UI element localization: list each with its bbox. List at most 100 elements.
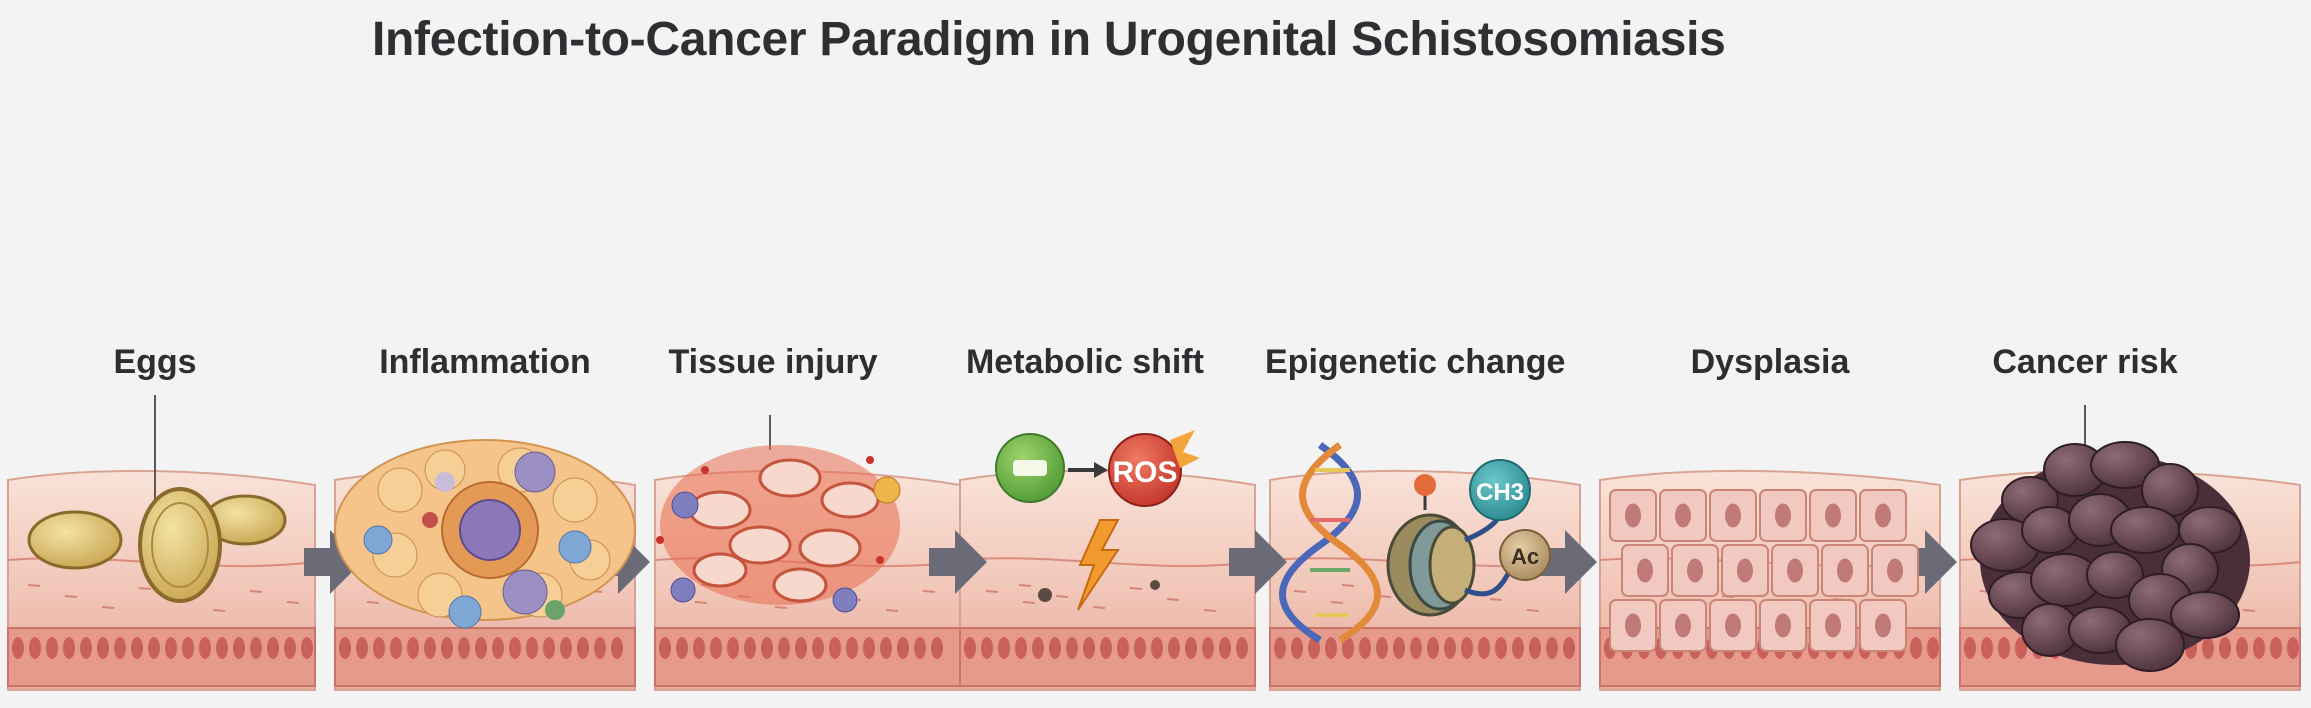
flow-arrow-icon [1539,530,1597,594]
cell-nucleus [1775,503,1791,528]
basal-cell [233,637,245,659]
basal-cell [1202,637,1214,659]
cell-nucleus [1887,558,1903,583]
basal-cell [390,637,402,659]
inflammation-cell-cluster [334,439,636,629]
basal-cell [1461,637,1473,659]
tumor-cell [2110,506,2180,554]
basal-cell [1393,637,1405,659]
basal-cell [526,637,538,659]
cell-nucleus [1725,503,1741,528]
basal-cell [1342,637,1354,659]
basal-cell [1376,637,1388,659]
basal-cell [492,637,504,659]
basal-cell [897,637,909,659]
basal-cell [1410,637,1422,659]
basal-cell [2236,637,2248,659]
basal-cell [284,637,296,659]
lightning-icon [1077,519,1120,611]
methyl-label: CH3 [1476,479,1524,506]
cell-nucleus [1625,613,1641,638]
basal-cell [1927,637,1939,659]
basal-cell [46,637,58,659]
cell-nucleus [1737,558,1753,583]
basal-cell [1910,637,1922,659]
basal-cell [594,637,606,659]
basal-cell [1134,637,1146,659]
basal-cell [1185,637,1197,659]
basal-cell [1015,637,1027,659]
eggs-group [27,395,287,603]
cell-nucleus [1825,503,1841,528]
basal-cell [97,637,109,659]
stage-label-metabolic-shift: Metabolic shift [965,343,1205,381]
basal-cell [1100,637,1112,659]
basal-cell [577,637,589,659]
basal-cell [114,637,126,659]
basal-cell [1359,637,1371,659]
basal-cell [475,637,487,659]
basal-cell [1529,637,1541,659]
basal-cell [744,637,756,659]
cell-nucleus [1775,613,1791,638]
basal-cell [441,637,453,659]
basal-cell [148,637,160,659]
egg-icon [27,510,123,570]
cell-nucleus [1875,613,1891,638]
basal-cell [676,637,688,659]
basal-cell [2270,637,2282,659]
basal-cell [727,637,739,659]
nucleosome-icon [1386,474,1513,617]
dna-helix-icon [1279,442,1381,644]
basal-cell [182,637,194,659]
metabolic-shift-group: ROS [995,430,1200,611]
cell-nucleus [1687,558,1703,583]
basal-cell [250,637,262,659]
basal-cell [543,637,555,659]
basal-cell [1066,637,1078,659]
basal-cell [2253,637,2265,659]
basal-cell [267,637,279,659]
basal-cell [880,637,892,659]
methyl-group-icon [1469,459,1531,521]
stage-label-inflammation: Inflammation [379,343,591,381]
stage-label-dysplasia: Dysplasia [1690,343,1850,381]
basal-cell [1512,637,1524,659]
basal-cell [829,637,841,659]
basal-cell [1219,637,1231,659]
basal-cell [1998,637,2010,659]
basal-cell [931,637,943,659]
basal-cell [1427,637,1439,659]
flow-arrow-icon [929,530,987,594]
basal-cell [199,637,211,659]
cell-nucleus [1787,558,1803,583]
basal-cell [216,637,228,659]
cell-nucleus [1675,503,1691,528]
basal-cell [1563,637,1575,659]
basal-cell [509,637,521,659]
basal-cell [914,637,926,659]
basal-cell [1325,637,1337,659]
basal-cell [710,637,722,659]
basal-cell [1083,637,1095,659]
acetyl-label: Ac [1511,544,1539,569]
cell-nucleus [1837,558,1853,583]
epigenetic-change-group: CH3 Ac [1279,442,1551,644]
basal-cell [339,637,351,659]
basal-cell [1964,637,1976,659]
tissue-injury-cells [656,415,901,613]
basal-cell [458,637,470,659]
basal-cell [12,637,24,659]
basal-cell [778,637,790,659]
basal-cell [424,637,436,659]
stage-label-epigenetic-change: Epigenetic change [1265,343,1566,381]
basal-cell [1981,637,1993,659]
tumor-cell [2115,618,2185,672]
basal-cell [2015,637,2027,659]
basal-cell [693,637,705,659]
basal-cell [1168,637,1180,659]
cell-nucleus [1825,613,1841,638]
ros-icon [1108,433,1182,507]
stage-label-eggs: Eggs [113,343,197,381]
basal-cell [846,637,858,659]
